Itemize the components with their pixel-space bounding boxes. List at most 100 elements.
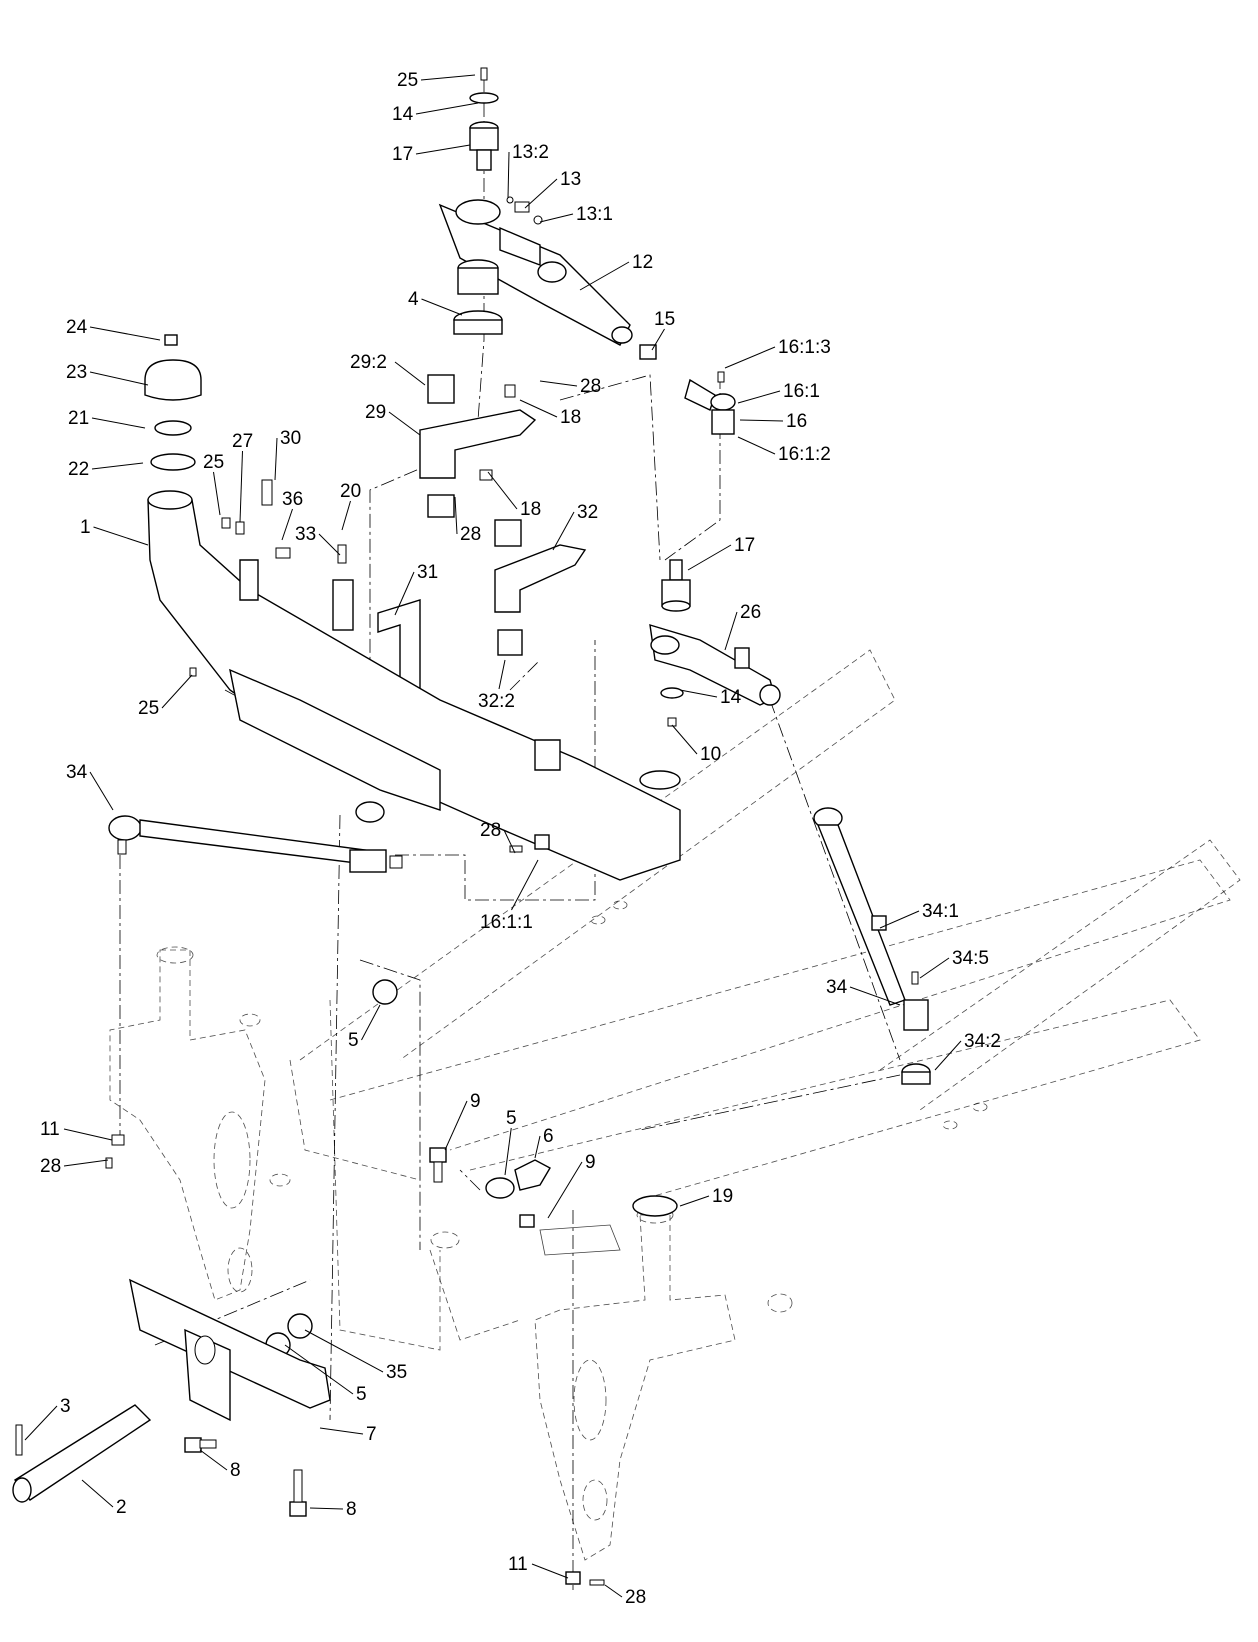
tie-rod-left (108, 815, 403, 873)
callout-label: 28 (625, 1587, 646, 1608)
callout-leader (239, 450, 243, 523)
callout-label: 23 (66, 362, 87, 383)
callout-label: 28 (460, 524, 481, 545)
callout-label: 3 (60, 1396, 71, 1417)
callout-leader (161, 674, 193, 709)
callout-label: 25 (138, 698, 159, 719)
callout-leader (679, 1195, 710, 1207)
retaining-ring-14 (660, 687, 684, 699)
tie-rod-end-upper (684, 371, 736, 435)
callout-label: 13:2 (512, 142, 549, 163)
callout-leader (91, 462, 144, 470)
callout-label: 14 (720, 687, 742, 708)
callout-label: 16:1:1 (480, 912, 533, 933)
tie-rod-right (813, 807, 931, 1085)
callout-leader (739, 419, 784, 422)
callout-leader (487, 471, 518, 510)
callout-label: 16:1:3 (778, 337, 831, 358)
callout-leader (498, 659, 506, 690)
callout-label: 22 (68, 459, 89, 480)
bleed-fittings (506, 196, 543, 225)
callout-label: 13 (560, 169, 581, 190)
callout-label: 28 (480, 820, 501, 841)
callout-label: 33 (295, 524, 316, 545)
left-mount-stack (144, 334, 202, 471)
callout-label: 2 (116, 1497, 127, 1518)
callout-leader (503, 829, 516, 854)
callout-leader (444, 1100, 468, 1151)
callout-label: 35 (386, 1362, 407, 1383)
callout-leader (63, 1128, 113, 1141)
callout-label: 28 (580, 376, 601, 397)
cotter-pin-28 (509, 845, 523, 853)
callout-leader (281, 508, 293, 541)
callout-label: 36 (282, 489, 303, 510)
callout-label: 21 (68, 408, 89, 429)
callout-leader (421, 298, 463, 316)
ball-joint-17 (661, 559, 691, 612)
callout-leader (507, 151, 510, 199)
callout-leader (539, 213, 574, 223)
thrust-washer-19 (632, 1195, 678, 1217)
callout-leader (415, 102, 479, 115)
frame-rail-ghost (269, 649, 1241, 1351)
callout-label: 18 (520, 499, 541, 520)
callout-leader (309, 1507, 344, 1510)
jam-nut-15 (639, 344, 657, 360)
idler-arm-29 (419, 374, 537, 518)
callout-label: 17 (392, 144, 413, 165)
castle-nut-11-left (111, 1134, 125, 1146)
callout-leader (552, 511, 575, 551)
callout-label: 11 (40, 1119, 60, 1140)
callout-label: 16:1 (783, 381, 820, 402)
cotter-pin-28-bottom (589, 1579, 605, 1586)
callout-label: 18 (560, 407, 581, 428)
callout-leader (284, 1344, 354, 1395)
callout-label: 29 (365, 402, 386, 423)
callout-label: 34:2 (964, 1031, 1001, 1052)
callout-label: 24 (66, 317, 88, 338)
steering-arm-26 (649, 624, 781, 706)
callout-leader (511, 859, 539, 911)
callout-label: 17 (734, 535, 755, 556)
callout-leader (304, 1329, 384, 1373)
callout-leader (89, 771, 114, 811)
callout-leader (604, 1584, 623, 1598)
callout-label: 16:1:2 (778, 444, 831, 465)
callout-label: 14 (392, 104, 414, 125)
callout-leader (534, 1135, 541, 1159)
callout-leader (274, 437, 278, 481)
callout-leader (388, 411, 421, 436)
bracket-31 (332, 544, 421, 701)
callout-leader (89, 371, 149, 386)
callout-leader (737, 436, 776, 455)
callout-label: 27 (232, 431, 253, 452)
callout-label: 19 (712, 1186, 733, 1207)
callout-leader (531, 1563, 569, 1579)
callout-leader (89, 326, 161, 341)
callout-label: 7 (366, 1424, 377, 1445)
callout-leader (199, 1449, 228, 1471)
callout-label: 8 (346, 1499, 357, 1520)
callout-label: 12 (632, 252, 653, 273)
callout-label: 9 (470, 1091, 481, 1112)
callout-label: 5 (348, 1030, 359, 1051)
callout-label: 32 (577, 502, 598, 523)
callout-label: 28 (40, 1156, 61, 1177)
callout-leader (671, 724, 698, 755)
callout-label: 29:2 (350, 352, 387, 373)
callout-leader (724, 346, 776, 369)
callout-leader (539, 380, 578, 387)
callout-leader (319, 1427, 364, 1435)
steering-gear (438, 199, 633, 346)
axle-crossmember (147, 479, 681, 881)
callout-label: 13:1 (576, 204, 613, 225)
callout-leader (547, 1161, 583, 1219)
gear-seal (453, 259, 503, 335)
callout-label: 34:5 (952, 948, 989, 969)
fitting-10 (667, 717, 677, 727)
callout-leader (524, 178, 558, 209)
callout-leader (213, 471, 221, 516)
